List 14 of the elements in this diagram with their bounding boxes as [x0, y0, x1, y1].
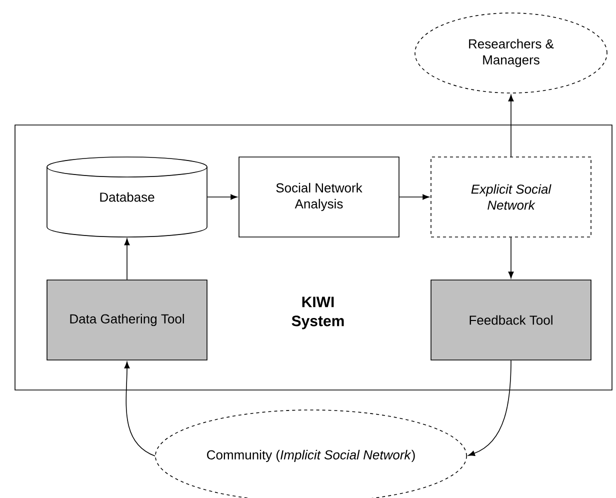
arrow [124, 362, 156, 456]
process-box: Explicit Social Network [430, 156, 592, 238]
node-label: Database [100, 192, 154, 202]
tool-box: Feedback Tool [430, 280, 592, 360]
arrow [468, 360, 512, 456]
process-box: Social Network Analysis [238, 156, 400, 238]
arrow [124, 238, 130, 280]
arrow [399, 194, 430, 200]
arrow [508, 94, 514, 157]
tool-box: Data Gathering Tool [46, 280, 208, 360]
ellipse-node: Researchers & Managers [414, 12, 608, 94]
arrow [206, 194, 238, 200]
arrow [508, 237, 514, 278]
database-cylinder: Database [46, 156, 208, 238]
